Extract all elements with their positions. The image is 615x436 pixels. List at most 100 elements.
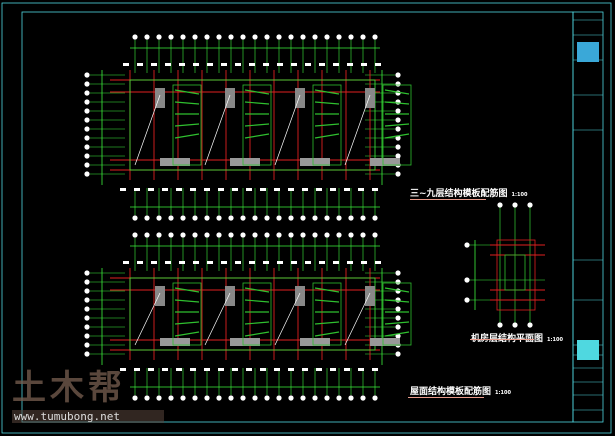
axis-bubble <box>180 215 186 221</box>
axis-bubble <box>240 215 246 221</box>
dim-text <box>232 368 238 371</box>
axis-bubble <box>156 215 162 221</box>
axis-bubble <box>464 277 470 283</box>
axis-bubble <box>168 232 174 238</box>
axis-bubble <box>84 117 90 123</box>
axis-bubble <box>192 215 198 221</box>
dim-text <box>204 188 210 191</box>
rebar <box>174 101 200 105</box>
stair-diagonal <box>274 94 301 166</box>
dim-text <box>249 261 255 264</box>
dim-text <box>165 63 171 66</box>
axis-bubble <box>300 395 306 401</box>
rebar <box>174 123 200 127</box>
dim-text <box>221 261 227 264</box>
dim-text <box>207 261 213 264</box>
axis-bubble <box>204 232 210 238</box>
axis-bubble <box>348 395 354 401</box>
stair-diagonal <box>134 292 161 346</box>
rebar <box>174 133 200 139</box>
axis-bubble <box>312 34 318 40</box>
axis-bubble <box>228 395 234 401</box>
stair-hatch <box>155 286 165 306</box>
axis-bubble <box>395 135 401 141</box>
stair-hatch <box>295 286 305 306</box>
dim-text <box>291 261 297 264</box>
stair-diagonal <box>344 94 371 166</box>
rebar <box>314 299 340 303</box>
dim-text <box>375 63 381 66</box>
axis-bubble <box>132 232 138 238</box>
stair-hatch <box>365 286 375 306</box>
dim-text <box>176 368 182 371</box>
rebar <box>244 101 270 105</box>
axis-bubble <box>348 215 354 221</box>
axis-bubble <box>84 162 90 168</box>
axis-bubble <box>132 215 138 221</box>
dim-text <box>246 368 252 371</box>
rebar-zone <box>172 282 202 346</box>
dim-text <box>207 63 213 66</box>
dim-text <box>134 368 140 371</box>
dim-text <box>151 261 157 264</box>
axis-bubble <box>512 202 518 208</box>
axis-bubble <box>336 215 342 221</box>
watermark-logo: 土木帮 <box>12 368 126 408</box>
axis-bubble <box>192 34 198 40</box>
stair-hatch <box>295 88 305 108</box>
dim-text <box>347 261 353 264</box>
axis-bubble <box>395 333 401 339</box>
rebar <box>244 123 270 127</box>
axis-bubble <box>144 395 150 401</box>
axis-bubble <box>300 232 306 238</box>
rebar <box>244 321 270 325</box>
axis-bubble <box>84 81 90 87</box>
axis-bubble <box>204 34 210 40</box>
dim-text <box>204 368 210 371</box>
stair-hatch <box>225 286 235 306</box>
dim-text <box>277 261 283 264</box>
axis-bubble <box>84 108 90 114</box>
axis-bubble <box>395 279 401 285</box>
rebar <box>244 331 270 337</box>
rebar <box>384 321 410 325</box>
axis-bubble <box>204 215 210 221</box>
dim-text <box>221 63 227 66</box>
axis-bubble <box>264 395 270 401</box>
axis-bubble <box>360 395 366 401</box>
rebar <box>384 133 410 139</box>
dim-text <box>176 188 182 191</box>
dim-text <box>319 261 325 264</box>
axis-bubble <box>395 108 401 114</box>
axis-bubble <box>252 34 258 40</box>
axis-bubble <box>395 144 401 150</box>
axis-bubble <box>372 34 378 40</box>
rebar-zone <box>504 254 526 291</box>
title-block-stamp <box>577 340 599 360</box>
axis-bubble <box>216 232 222 238</box>
axis-bubble <box>527 322 533 328</box>
dim-text <box>358 368 364 371</box>
rebar-zone <box>382 84 412 166</box>
rebar <box>384 101 410 105</box>
axis-bubble <box>276 215 282 221</box>
axis-bubble <box>168 215 174 221</box>
dim-text <box>151 63 157 66</box>
axis-bubble <box>395 171 401 177</box>
axis-bubble <box>228 34 234 40</box>
axis-bubble <box>276 232 282 238</box>
dim-text <box>218 188 224 191</box>
dim-text <box>193 63 199 66</box>
dim-text <box>288 368 294 371</box>
rebar <box>314 89 340 95</box>
axis-bubble <box>527 202 533 208</box>
dim-text <box>123 63 129 66</box>
dim-text <box>148 368 154 371</box>
rebar-zone <box>242 282 272 346</box>
axis-bubble <box>395 270 401 276</box>
axis-bubble <box>395 117 401 123</box>
slab-hatch <box>160 338 190 346</box>
floor-outline <box>129 79 376 171</box>
axis-bubble <box>324 395 330 401</box>
axis-bubble <box>395 306 401 312</box>
